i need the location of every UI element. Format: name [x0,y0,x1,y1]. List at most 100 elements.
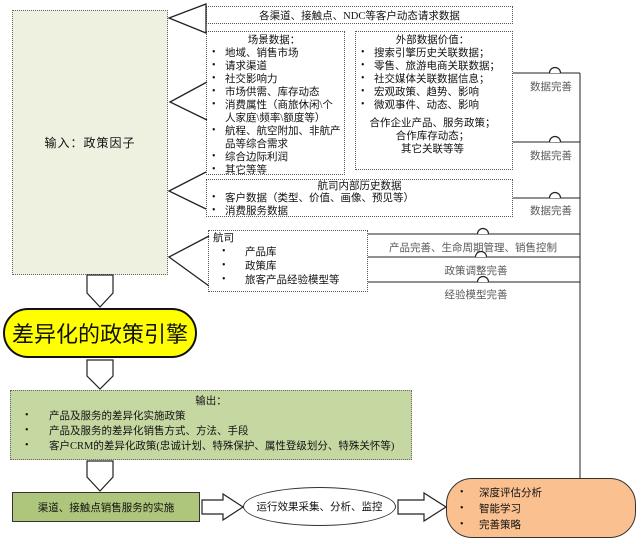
airline-internal-history-box: 航司内部历史数据 •客户数据（类型、价值、画像、预见等）•消费服务数据 [206,179,513,217]
airline-box-label: 航司 [213,233,234,244]
list-item-text: 完善策略 [479,520,521,531]
line-hop-2 [548,135,562,143]
input-box-label: 输入：政策因子 [44,136,136,150]
list-item: •综合边际利润 [207,151,341,164]
scene-data-box: 场景数据： •地域、销售市场•请求渠道•社交影响力•市场供需、库存动态•消费属性… [206,31,345,175]
list-item: • 航程、航空附加、非航产品等综合需求 [207,125,341,151]
external-data-list: •搜索引擎历史关联数据；•零售、旅游电商关联数据；•社交媒体关联数据信息；•宏观… [356,47,509,112]
list-item: •市场供需、库存动态 [207,86,341,99]
top-bar-label: 各渠道、接触点、NDC等客户动态请求数据 [259,10,460,22]
policy-engine-node: 差异化的政策引擎 [3,308,197,358]
evaluate-box-list: • 深度评估分析 • 智能学习 • 完善策略 [447,486,635,534]
bullet-icon: • [212,164,216,175]
list-item: • 智能学习 [447,502,635,518]
bullet-icon: • [212,151,216,162]
bullet-icon: • [460,487,464,498]
bullet-icon: • [212,204,216,216]
list-item-text: 其它等等 [225,165,267,175]
airline-libraries-box: 航司 •产品库•政策库•旅客产品经验模型等 [208,230,368,292]
bullet-icon: • [212,99,216,110]
monitor-ellipse: 运行效果采集、分析、监控 [243,487,396,526]
list-item: •客户数据（类型、价值、画像、预见等） [207,192,512,205]
chevron-scene-to-input [168,81,208,121]
label-data-improve-2: 数据完善 [530,151,572,162]
line-hop-4 [476,227,490,235]
down-arrow-output-to-channel [86,460,114,492]
list-item: •社交影响力 [207,73,341,86]
list-item-text: 合作企业产品、服务政策； [369,118,496,129]
list-item: •请求渠道 [207,60,341,73]
channel-implementation-box: 渠道、接触点销售服务的实施 [12,492,200,522]
list-item: • 其它等等 [207,164,341,175]
list-item-text: 客户数据（类型、价值、画像、预见等） [225,193,414,205]
scene-data-list: •地域、销售市场•请求渠道•社交影响力•市场供需、库存动态•消费属性（商旅休闲\… [207,47,341,175]
bullet-icon: • [25,425,29,436]
list-item: • 产品及服务的差异化销售方式、方法、手段 [11,424,411,439]
list-item-text: 社交媒体关联数据信息； [374,74,490,85]
list-item-text: 产品及服务的差异化实施政策 [49,411,186,422]
list-item: •产品及服务的差异化实施政策 [11,409,411,424]
input-policy-factors-box: 输入：政策因子 [12,10,168,275]
bullet-icon: • [25,440,29,451]
list-item: • 消费属性（商旅休闲\个人家庭\频率\额度等） [207,99,341,125]
list-item-text: 智能学习 [479,504,521,515]
airline-box-list: •产品库•政策库•旅客产品经验模型等 [209,246,367,288]
label-experience-model: 经验模型完善 [444,290,508,301]
chevron-history-to-input [167,171,207,210]
label-data-improve-1: 数据完善 [530,82,572,93]
list-item: • 客户CRM的差异化政策(忠诚计划、特殊保护、属性登级划分、特殊关怀等) [11,439,411,454]
dynamic-request-data-bar: 各渠道、接触点、NDC等客户动态请求数据 [206,6,513,24]
list-item-text: 消费属性（商旅休闲\个人家庭\频率\额度等） [225,100,333,124]
list-item-text: 客户CRM的差异化政策(忠诚计划、特殊保护、属性登级划分、特殊关怀等) [49,441,395,452]
list-item: • 社交媒体关联数据信息； [356,73,509,86]
external-data-title: 外部数据价值： [395,35,470,46]
label-product-lifecycle: 产品完善、生命周期管理、销售控制 [389,243,557,254]
bullet-icon: • [212,60,216,71]
bullet-icon: • [460,503,464,514]
list-item: 合作库存动态； [356,130,509,143]
list-item-text: 政策库 [245,261,277,272]
chevron-airline-to-input [167,235,210,287]
list-item: • 搜索引擎历史关联数据； [356,47,509,60]
bullet-icon: • [361,73,365,84]
history-box-list: •客户数据（类型、价值、画像、预见等）•消费服务数据 [207,192,512,218]
bullet-icon: • [361,99,365,110]
list-item: • 完善策略 [447,518,635,534]
list-item: 合作企业产品、服务政策； [356,117,509,130]
list-item-text: 搜索引擎历史关联数据； [374,48,490,59]
channel-box-label: 渠道、接触点销售服务的实施 [37,502,175,514]
output-box: 输出： •产品及服务的差异化实施政策•产品及服务的差异化销售方式、方法、手段•客… [10,390,412,460]
list-item-text: 地域、销售市场 [225,48,299,59]
bullet-icon: • [361,47,365,58]
external-data-value-box: 外部数据价值： • 搜索引擎历史关联数据； • 零售、旅游电商关联数据； • 社交媒体关联… [355,31,513,170]
scene-data-title: 场景数据： [247,35,301,46]
bullet-icon: • [222,274,226,285]
output-box-list: •产品及服务的差异化实施政策•产品及服务的差异化销售方式、方法、手段•客户CRM… [11,409,411,454]
list-item-text: 宏观政策、趋势、影响 [374,87,479,98]
history-box-title: 航司内部历史数据 [317,181,402,192]
bullet-icon: • [460,519,464,530]
bullet-icon: • [212,125,216,136]
right-arrow-monitor-to-evaluate [397,491,448,523]
line-hop-1 [548,66,562,74]
label-data-improve-3: 数据完善 [530,206,572,217]
list-item: • 深度评估分析 [447,486,635,502]
list-item: • 政策库 [209,260,367,274]
list-item: •地域、销售市场 [207,47,341,60]
list-item-text: 产品库 [245,247,277,258]
list-item: • 微观事件、动态、影响 [356,99,509,112]
list-item-text: 航程、航空附加、非航产品等综合需求 [225,126,341,150]
list-item: 其它关联等等 [356,143,509,156]
bullet-icon: • [212,73,216,84]
bullet-icon: • [222,260,226,271]
list-item-text: 合作库存动态； [395,131,470,142]
deep-evaluation-box: • 深度评估分析 • 智能学习 • 完善策略 [446,478,636,538]
list-item-text: 微观事件、动态、影响 [374,100,479,111]
list-item: •产品库 [209,246,367,260]
list-item-text: 产品及服务的差异化销售方式、方法、手段 [49,426,249,437]
down-arrow-input-to-engine [86,274,114,308]
list-item-text: 市场供需、库存动态 [225,87,320,98]
external-data-footer: 合作企业产品、服务政策； 合作库存动态；其它关联等等 [356,117,509,156]
list-item-text: 深度评估分析 [479,488,542,499]
list-item-text: 零售、旅游电商关联数据； [374,61,500,72]
